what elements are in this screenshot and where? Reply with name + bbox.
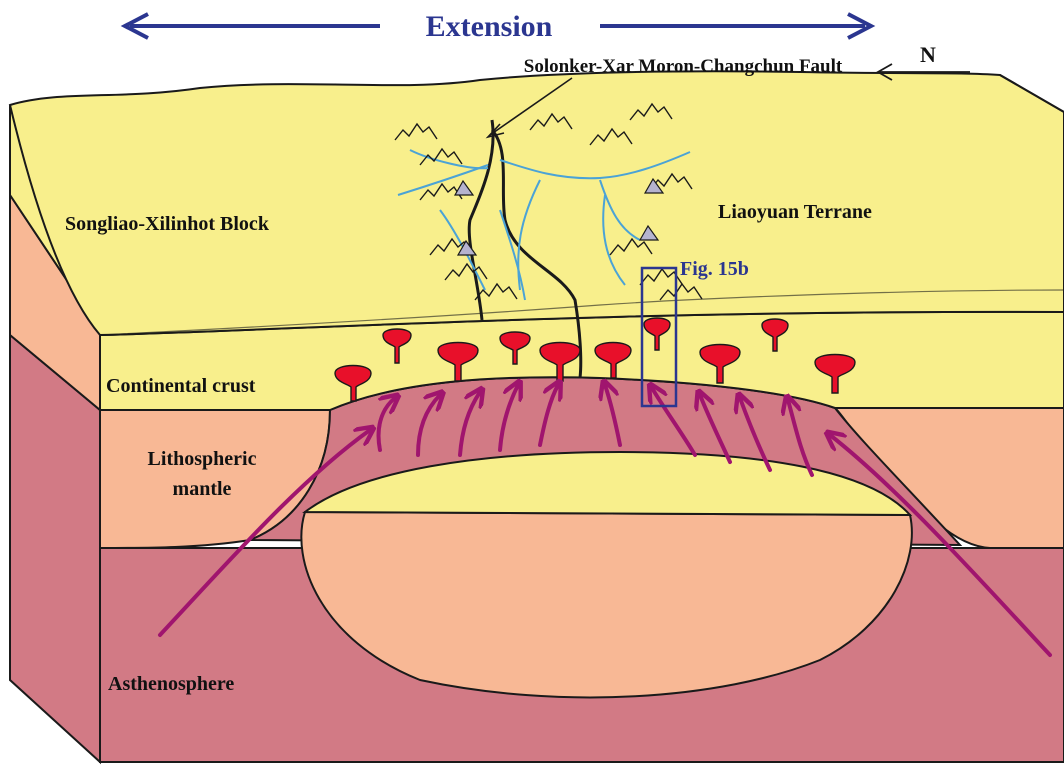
block-left-label: Songliao-Xilinhot Block bbox=[65, 213, 270, 235]
north-label: N bbox=[920, 42, 936, 67]
figure-ref-label: Fig. 15b bbox=[680, 258, 749, 280]
mantle-label-line1: Lithospheric bbox=[148, 448, 257, 470]
mantle-label-line2: mantle bbox=[173, 478, 232, 500]
fault-label: Solonker-Xar Moron-Changchun Fault bbox=[524, 56, 843, 77]
extension-label: Extension bbox=[426, 10, 553, 43]
top-surface bbox=[10, 71, 1064, 335]
crust-label: Continental crust bbox=[106, 375, 256, 397]
asthenosphere-label: Asthenosphere bbox=[108, 673, 234, 695]
block-right-label: Liaoyuan Terrane bbox=[718, 201, 872, 223]
